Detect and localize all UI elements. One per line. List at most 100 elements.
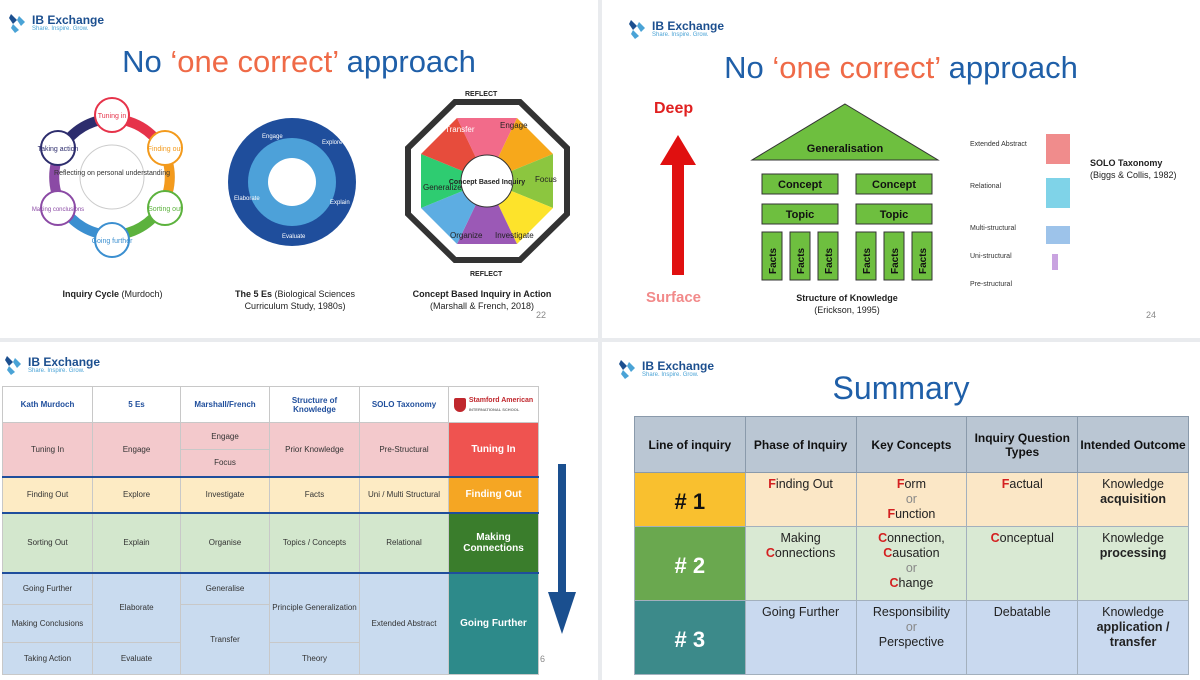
es-label: Explain <box>330 200 350 206</box>
logo-icon <box>8 12 28 34</box>
caption-structure: Structure of Knowledge(Erickson, 1995) <box>796 293 898 315</box>
table-cell: Going Further <box>448 572 539 675</box>
logo-icon <box>618 358 638 380</box>
ib-exchange-logo: IB Exchange Share. Inspire. Grow. <box>8 12 104 34</box>
down-arrow-icon <box>548 464 576 634</box>
cbi-segment: Engage <box>500 121 528 130</box>
table-cell: Transfer <box>180 604 270 675</box>
column-header: SOLO Taxonomy <box>359 386 449 423</box>
qtype-text: onceptual <box>999 531 1054 545</box>
cbi-segment: Investigate <box>495 231 534 240</box>
phase-text: onnections <box>774 546 836 560</box>
logo-tagline: Share. Inspire. Grow. <box>652 31 709 38</box>
column-header: 5 Es <box>92 386 181 423</box>
table-cell: Explore <box>92 476 181 513</box>
table-cell: Uni / Multi Structural <box>359 476 449 513</box>
cbi-reflect-label: REFLECT <box>470 271 503 278</box>
table-row: Finding Out Explore Investigate Facts Un… <box>2 476 539 513</box>
table-cell: Pre-Structural <box>359 422 449 477</box>
concepts-cell: Responsibility or Perspective <box>855 600 968 675</box>
concept-or: or <box>905 561 917 575</box>
table-row: Focus <box>3 449 539 477</box>
solo-subtitle: (Biggs & Collis, 1982) <box>1090 170 1177 180</box>
table-cell: Generalise <box>180 572 270 605</box>
table-header-row: Kath Murdoch 5 Es Marshall/French Struct… <box>2 386 539 423</box>
knowledge-structure-diagram: Generalisation Concept Concept Topic Top… <box>750 103 940 281</box>
outcome-b: processing <box>1099 546 1167 560</box>
facts-label: Facts <box>824 247 835 274</box>
table-row: # 1 Finding Out Form or Function Factual… <box>634 472 1189 527</box>
table-cell: Engage <box>92 422 181 477</box>
column-header: Phase of Inquiry <box>744 416 857 473</box>
inquiry-cycle-diagram: Reflecting on personal understanding Tun… <box>32 97 183 258</box>
column-header: Marshall/French <box>180 386 270 423</box>
surface-label: Surface <box>646 289 702 306</box>
cycle-step: Sorting out <box>148 206 182 213</box>
table-cell: Relational <box>359 512 449 573</box>
solo-title: SOLO Taxonomy <box>1090 158 1163 168</box>
table-cell: Explain <box>92 512 181 573</box>
cbi-segment: Generalize <box>423 183 462 192</box>
slide-comparison-table: IB Exchange Share. Inspire. Grow. Kath M… <box>0 342 598 680</box>
page-number: 6 <box>540 654 546 664</box>
cbi-segment: Transfer <box>445 125 475 134</box>
facts-label: Facts <box>862 247 873 274</box>
slide-structure-of-knowledge: IB Exchange Share. Inspire. Grow. No ‘on… <box>602 0 1200 338</box>
logo-name: IB Exchange <box>32 12 105 27</box>
solo-level: Extended Abstract <box>970 141 1027 148</box>
ib-exchange-logo: IB Exchange Share. Inspire. Grow. <box>628 18 724 40</box>
summary-table: Line of inquiry Phase of Inquiry Key Con… <box>634 416 1189 675</box>
concept: onnection, <box>887 531 945 545</box>
table-cell: Prior Knowledge <box>269 422 360 477</box>
cycle-step: Making conclusions <box>32 207 84 213</box>
initial: F <box>768 477 776 491</box>
phase-text: Making <box>780 531 821 545</box>
table-cell: Elaborate <box>92 572 181 643</box>
concept-based-inquiry-diagram: Concept Based Inquiry Engage Focus Inves… <box>405 91 570 278</box>
concept: Perspective <box>878 635 945 649</box>
table-cell: Extended Abstract <box>359 572 449 675</box>
concept: Responsibility <box>872 605 950 619</box>
ib-exchange-logo: IB Exchange Share. Inspire. Grow. <box>4 354 100 376</box>
table-header-row: Line of inquiry Phase of Inquiry Key Con… <box>634 416 1189 473</box>
concept-or: or <box>905 620 917 634</box>
cbi-center: Concept Based Inquiry <box>449 179 525 186</box>
cbi-segment: Organize <box>450 231 483 240</box>
logo-name: IB Exchange <box>652 18 725 33</box>
solo-level: Multi-structural <box>970 225 1016 232</box>
row-number: # 1 <box>634 472 746 527</box>
logo-icon <box>4 354 24 376</box>
question-type-cell: Factual <box>966 472 1079 527</box>
cbi-reflect-label: REFLECT <box>465 91 498 98</box>
row-number: # 3 <box>634 600 746 675</box>
table-cell: Tuning In <box>448 422 539 477</box>
question-type-cell: Debatable <box>966 600 1079 675</box>
slide-title: Summary <box>832 370 970 406</box>
table-cell: Topics / Concepts <box>269 512 360 573</box>
page-number: 22 <box>536 310 547 320</box>
solo-icons <box>1046 134 1070 270</box>
es-label: Evaluate <box>282 234 306 240</box>
column-header: Structure of Knowledge <box>269 386 360 423</box>
table-cell: Taking Action <box>2 642 93 675</box>
caption-inquiry-cycle: Inquiry Cycle (Murdoch) <box>62 289 163 299</box>
outcome-b: application / transfer <box>1096 620 1170 649</box>
slide-summary: IB Exchange Share. Inspire. Grow. Summar… <box>602 342 1200 680</box>
table-cell: Focus <box>180 449 270 477</box>
qtype-text: actual <box>1009 477 1043 491</box>
facts-label: Facts <box>890 247 901 274</box>
facts-label: Facts <box>768 247 779 274</box>
concept-label: Concept <box>872 179 916 191</box>
phase-text: inding Out <box>775 477 833 491</box>
school-name: Stamford American <box>468 396 534 404</box>
school-subtitle: INTERNATIONAL SCHOOL <box>468 406 520 412</box>
cbi-segment: Focus <box>535 175 557 184</box>
table-cell: Facts <box>269 476 360 513</box>
outcome-b: acquisition <box>1100 492 1167 506</box>
logo-tagline: Share. Inspire. Grow. <box>28 367 85 374</box>
table-cell: Sorting Out <box>2 512 93 573</box>
concept: orm <box>904 477 926 491</box>
slide-title: No ‘one correct’ approach <box>122 44 476 79</box>
